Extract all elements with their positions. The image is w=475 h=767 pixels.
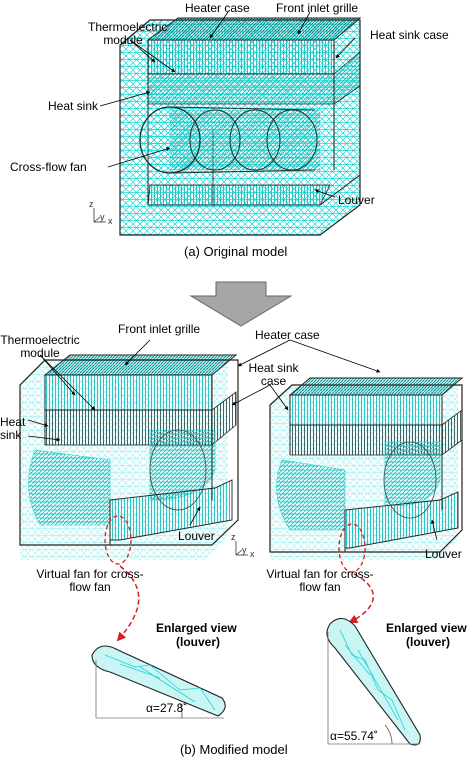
label-thermoelectric-module-bottom: Thermoelectric module: [0, 333, 80, 360]
caption-original-model: (a) Original model: [184, 244, 288, 259]
original-axis-triad: [93, 208, 106, 223]
label-heat-sink-case-top: Heat sink case: [370, 28, 449, 42]
original-model-drawing: [119, 17, 362, 236]
axis-y-top: y: [100, 212, 105, 222]
axis-x-bottom: x: [250, 549, 255, 559]
angle-left: α=27.8˚: [146, 701, 188, 715]
caption-modified-model: (b) Modified model: [180, 742, 288, 757]
enlarged-view-right-sub: (louver): [406, 635, 451, 649]
label-heat-sink-bottom: Heat sink: [0, 415, 26, 442]
label-heater-case-bottom: Heater case: [255, 328, 320, 342]
label-cross-flow-fan-top: Cross-flow fan: [10, 160, 87, 174]
label-virtual-fan-left: Virtual fan for cross-flow fan: [36, 567, 144, 594]
label-front-inlet-grille-bottom: Front inlet grille: [118, 322, 201, 336]
enlarged-view-left-title: Enlarged view: [156, 621, 237, 635]
label-front-inlet-grille-top: Front inlet grille: [276, 1, 359, 15]
enlarge-arrow-left: [116, 565, 140, 642]
label-louver-bottom-right: Louver: [425, 547, 462, 561]
label-virtual-fan-right: Virtual fan for cross-flow fan: [266, 567, 374, 594]
enlarged-view-right-title: Enlarged view: [386, 621, 467, 635]
enlarge-arrow-right: [348, 573, 374, 623]
enlarged-view-left-sub: (louver): [176, 635, 221, 649]
axis-y-bottom: y: [242, 545, 247, 555]
axis-z-top: z: [89, 199, 94, 209]
original-leader-lines: [99, 11, 356, 198]
enlarged-louver-left: [91, 645, 226, 719]
enlarged-louver-right: [326, 617, 421, 746]
axis-x-top: x: [108, 216, 113, 226]
label-louver-bottom-left: Louver: [178, 529, 215, 543]
label-heater-case-top: Heater case: [185, 1, 250, 15]
axis-z-bottom: z: [231, 532, 236, 542]
label-heat-sink-top: Heat sink: [48, 99, 99, 113]
modified-model-right: [269, 377, 464, 573]
label-thermoelectric-module-top: Thermoelectric module: [88, 20, 168, 47]
transition-arrow: [189, 281, 293, 327]
label-heat-sink-case-bottom: Heat sink case: [248, 361, 299, 388]
label-louver-top: Louver: [338, 193, 375, 207]
modified-model-left: [19, 354, 239, 565]
modified-leader-lines: [27, 339, 438, 541]
modified-axis-triad: [235, 541, 248, 556]
angle-right: α=55.74˚: [330, 729, 378, 743]
